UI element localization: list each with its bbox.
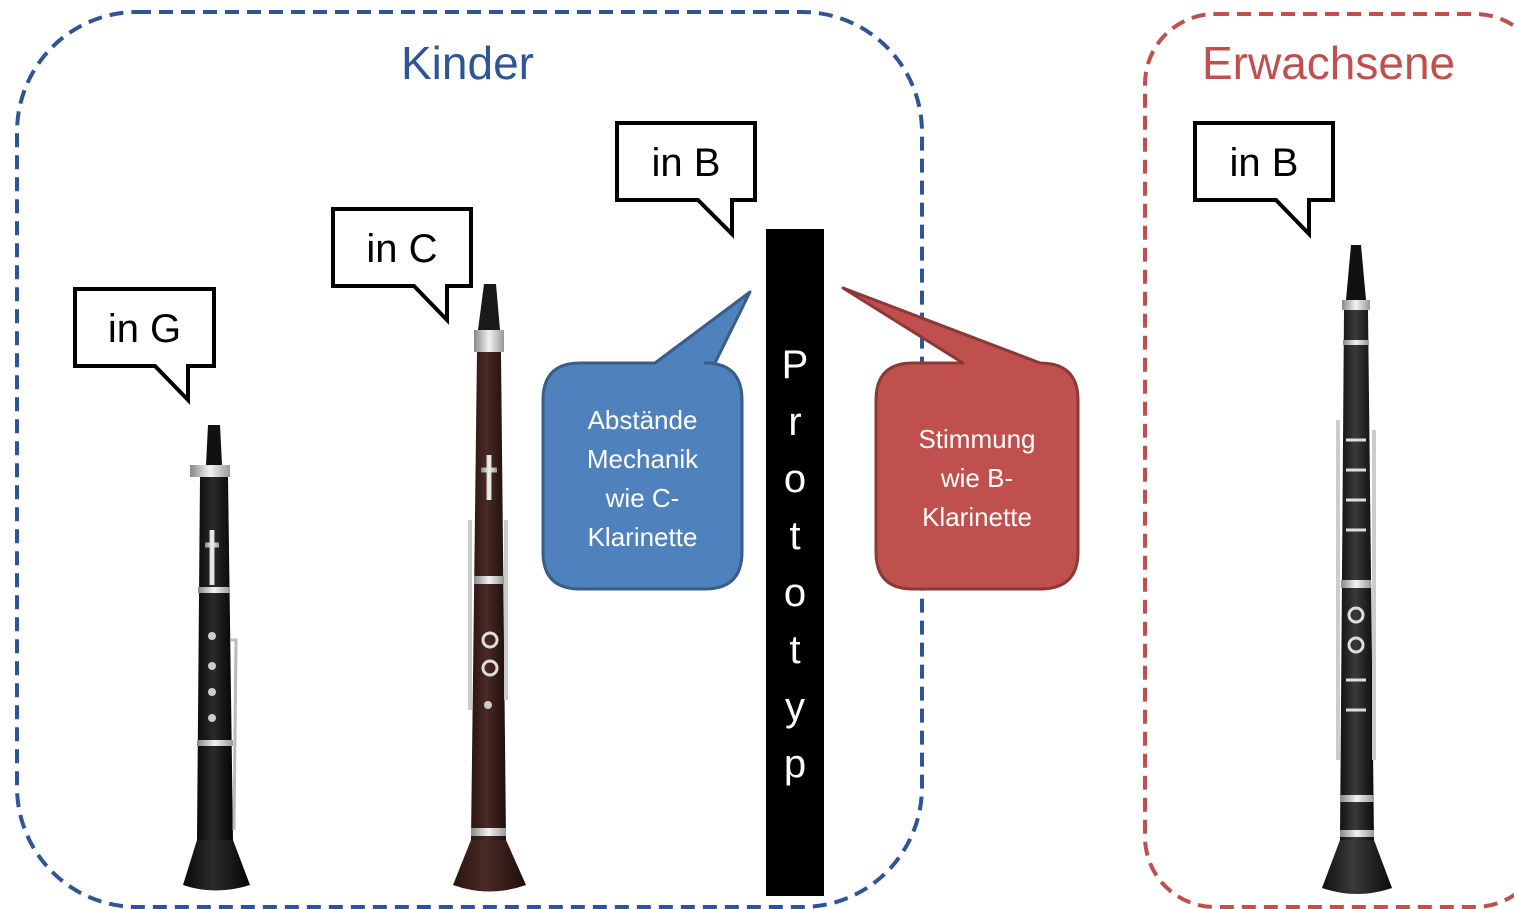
callout-right-line: Klarinette [922, 502, 1032, 532]
prototype-letter: P [781, 343, 809, 387]
children-group-frame [15, 10, 924, 909]
callout-right-line: Stimmung [918, 424, 1036, 454]
callout-left-line: Klarinette [587, 522, 698, 552]
bubble-in-b-child-shape [615, 121, 757, 239]
prototype-bar: P r o t o t y p [766, 229, 824, 896]
prototype-letter: t [789, 514, 801, 558]
prototype-letter: r [788, 400, 802, 444]
prototype-letter: o [783, 457, 807, 501]
callout-left-line: Mechanik [586, 444, 699, 474]
callout-right-text: Stimmung wie B- Klarinette [876, 420, 1078, 537]
bubble-in-g-shape [73, 287, 216, 405]
callout-left-text: Abstände Mechanik wie C- Klarinette [543, 401, 742, 557]
bubble-in-b-adult-shape [1193, 121, 1335, 239]
clarinet-b-image [1322, 245, 1392, 894]
prototype-letter: t [789, 628, 801, 672]
bubble-in-b-adult-label: in B [1229, 141, 1299, 185]
bubble-in-b-child-label: in B [651, 141, 721, 185]
callout-left-line: wie C- [605, 483, 680, 513]
prototype-letter: p [783, 742, 807, 786]
callout-right-line: wie B- [940, 463, 1014, 493]
bubble-in-c-shape [331, 207, 473, 325]
bubble-in-c-label: in C [366, 227, 438, 271]
adults-group-title: Erwachsene [1202, 37, 1456, 89]
prototype-letter: o [783, 571, 807, 615]
clarinet-g-image [183, 425, 250, 891]
callout-left-shape [541, 290, 752, 591]
children-group-title: Kinder [401, 37, 534, 89]
callout-right-shape [841, 286, 1080, 591]
clarinet-c-image [453, 284, 526, 892]
callout-left-line: Abstände [587, 405, 698, 435]
prototype-letter: y [785, 685, 805, 729]
bubble-in-g-label: in G [107, 307, 182, 351]
